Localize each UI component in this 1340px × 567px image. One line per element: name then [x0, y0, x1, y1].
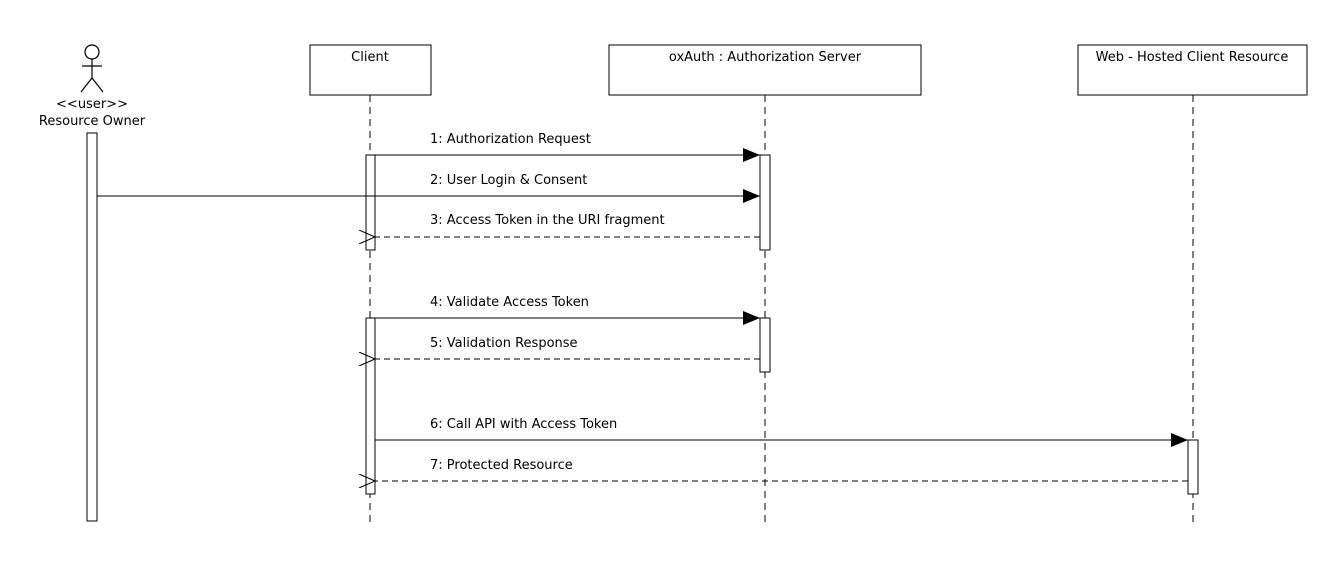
message-label: 4: Validate Access Token — [430, 295, 589, 310]
activation-authz-2 — [759, 317, 771, 373]
actor-stereotype: <<user>> — [56, 97, 128, 112]
participant-resource: Web - Hosted Client Resource — [1077, 44, 1308, 525]
message-4: 4: Validate Access Token — [375, 295, 760, 325]
activation-resource — [1187, 439, 1199, 495]
participant-box-authz — [608, 44, 922, 96]
message-6: 6: Call API with Access Token — [375, 417, 1188, 447]
message-7: 7: Protected Resource — [375, 458, 1188, 481]
message-1: 1: Authorization Request — [375, 132, 760, 162]
participant-box-client — [309, 44, 432, 96]
participant-label-client: Client — [351, 50, 389, 65]
message-2: 2: User Login & Consent — [97, 173, 760, 203]
message-label: 3: Access Token in the URI fragment — [430, 213, 665, 228]
message-label: 1: Authorization Request — [430, 132, 591, 147]
message-label: 6: Call API with Access Token — [430, 417, 617, 432]
actor-name: Resource Owner — [39, 114, 146, 129]
message-5: 5: Validation Response — [375, 336, 760, 359]
message-label: 7: Protected Resource — [430, 458, 573, 473]
activation-client-1 — [365, 154, 376, 251]
activation-resource-owner — [86, 132, 98, 522]
activation-authz-1 — [759, 154, 771, 251]
participant-label-authz: oxAuth : Authorization Server — [669, 50, 862, 65]
participant-box-resource — [1077, 44, 1308, 96]
stick-figure-icon — [80, 44, 104, 93]
participant-label-resource: Web - Hosted Client Resource — [1096, 50, 1289, 65]
activation-client-2 — [365, 317, 376, 495]
participant-client: Client — [309, 44, 432, 525]
message-3: 3: Access Token in the URI fragment — [375, 213, 760, 237]
participant-authorization-server: oxAuth : Authorization Server — [608, 44, 922, 525]
message-label: 2: User Login & Consent — [430, 173, 587, 188]
actor-resource-owner: <<user>> Resource Owner — [39, 44, 146, 522]
message-label: 5: Validation Response — [430, 336, 578, 351]
